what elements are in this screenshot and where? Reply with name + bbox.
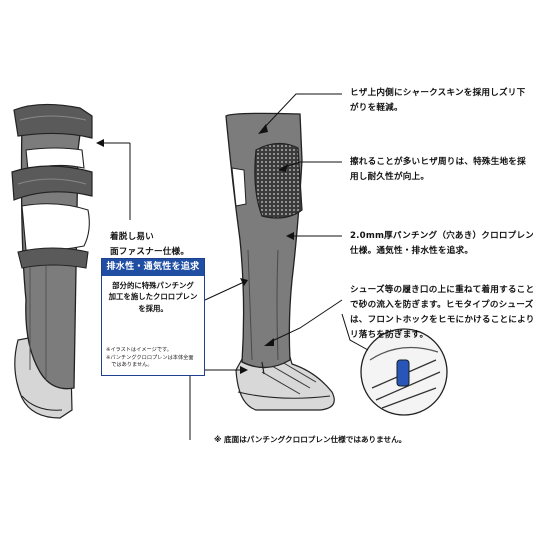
side-window <box>231 167 247 207</box>
left-top-strap <box>13 103 93 139</box>
drainage-callout: 排水性・通気性を追求 部分的に特殊パンチング 加工を施したクロロプレン を採用。… <box>101 258 205 376</box>
callout-footnote: ※イラストはイメージです。 ※パンチングクロロプレンは本体全面 ではありません。 <box>106 347 194 369</box>
knee-patch <box>254 142 303 219</box>
arrow-heads <box>96 124 294 374</box>
note-punching: 2.0mm厚パンチング（穴あき）クロロプレン 仕様。通気性・排水性を追求。 <box>350 231 533 257</box>
right-gaiter-front-view <box>225 112 335 411</box>
left-gaiter-back-view <box>11 103 93 419</box>
left-fastener-strap-2 <box>17 247 89 269</box>
sole-footnote: ※ 底面はパンチングクロロプレン仕様ではありません。 <box>214 435 407 444</box>
left-fastener-strap-1 <box>11 165 93 201</box>
callout-text: 部分的に特殊パンチング 加工を施したクロロプレン を採用。 <box>108 281 198 313</box>
left-lower-panel <box>21 203 90 252</box>
front-hook-closeup <box>360 328 448 416</box>
front-hook <box>396 359 410 387</box>
note-fastener: 着脱し易い 面ファスナー仕様。 <box>110 232 190 258</box>
note-shoe-cover: シューズ等の履き口の上に重ねて着用すること で砂の流入を防ぎます。ヒモタイプのシ… <box>350 285 533 341</box>
note-shark-skin: ヒザ上内側にシャークスキンを採用しズリ下 がりを軽減。 <box>350 88 526 114</box>
note-knee-fabric: 擦れることが多いヒザ周りは、特殊生地を採 用し耐久性が向上。 <box>350 157 526 183</box>
callout-heading: 排水性・通気性を追求 <box>102 259 204 276</box>
